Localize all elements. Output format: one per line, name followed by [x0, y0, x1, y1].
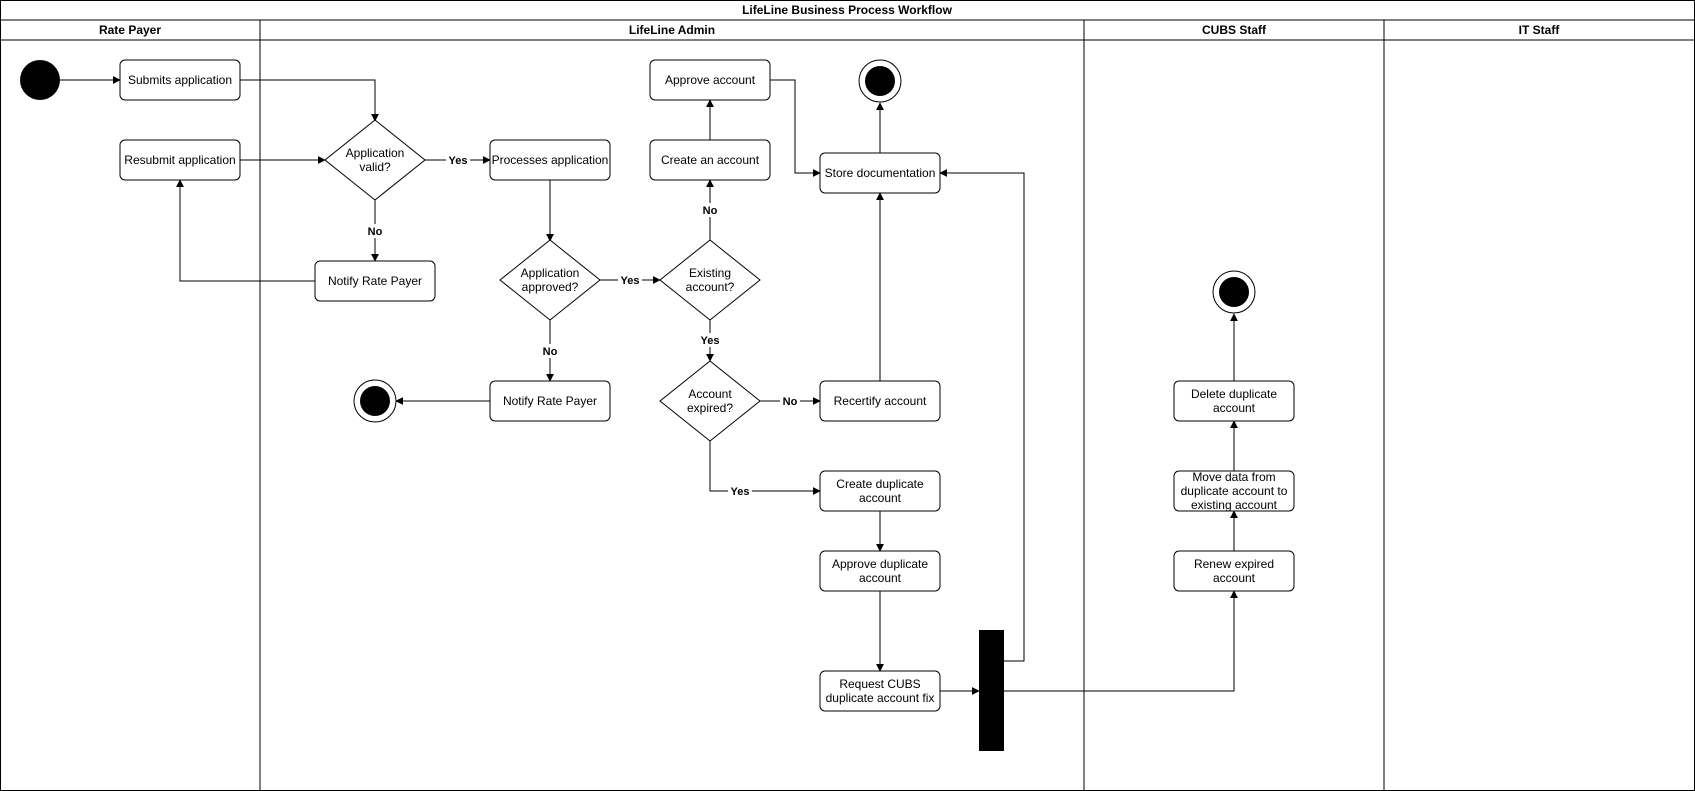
svg-text:Notify Rate Payer: Notify Rate Payer: [328, 274, 422, 288]
end-node-reject: [353, 379, 397, 423]
edge-label-valid-yes: Yes: [449, 155, 468, 167]
lane-title-lifeline-admin: LifeLine Admin: [629, 23, 715, 37]
svg-text:Resubmit application: Resubmit application: [124, 153, 235, 167]
lane-title-rate-payer: Rate Payer: [99, 23, 161, 37]
edge-labels: Yes No Yes No No Yes No Yes: [365, 153, 800, 498]
action-submits-application: Submits application: [119, 59, 241, 101]
edge-label-approved-no: No: [543, 346, 558, 358]
action-store-documentation: Store documentation: [819, 152, 941, 194]
edge-label-expired-no: No: [783, 396, 798, 408]
fork-bar: [979, 630, 1004, 751]
edge-submits-valid: [240, 79, 379, 122]
svg-text:Create an account: Create an account: [661, 153, 760, 167]
diagram-title: LifeLine Business Process Workflow: [742, 3, 953, 17]
edge-label-expired-yes: Yes: [731, 486, 750, 498]
svg-text:Notify Rate Payer: Notify Rate Payer: [503, 394, 597, 408]
action-processes-application: Processes application: [489, 139, 611, 181]
action-notify-rate-payer-2: Notify Rate Payer: [489, 380, 611, 422]
edge-notify1-resubmit: [176, 179, 315, 282]
edge-label-valid-no: No: [368, 226, 383, 238]
edge-label-existing-yes: Yes: [701, 335, 720, 347]
end-node-top: [858, 59, 902, 103]
action-resubmit-application: Resubmit application: [119, 139, 241, 181]
svg-text:Submits application: Submits application: [128, 73, 232, 87]
edge-label-approved-yes: Yes: [621, 275, 640, 287]
svg-text:Store documentation: Store documentation: [825, 166, 936, 180]
edge-fork-store: [939, 169, 1025, 662]
edge-expired-yes-createdup: [709, 440, 821, 495]
start-node: [20, 60, 60, 100]
end-node-cubs: [1212, 270, 1256, 314]
action-create-account: Create an account: [649, 139, 771, 181]
lane-title-it-staff: IT Staff: [1519, 23, 1561, 37]
edge-fork-renew: [1004, 590, 1238, 692]
lane-title-cubs-staff: CUBS Staff: [1202, 23, 1267, 37]
edge-label-existing-no: No: [703, 205, 718, 217]
svg-text:Processes application: Processes application: [492, 153, 609, 167]
action-approve-account: Approve account: [649, 59, 771, 101]
action-recertify-account: Recertify account: [819, 380, 941, 422]
edge-approve-store: [770, 79, 821, 177]
svg-text:Recertify account: Recertify account: [834, 394, 927, 408]
svg-text:Approve account: Approve account: [665, 73, 756, 87]
action-notify-rate-payer-1: Notify Rate Payer: [314, 260, 436, 302]
